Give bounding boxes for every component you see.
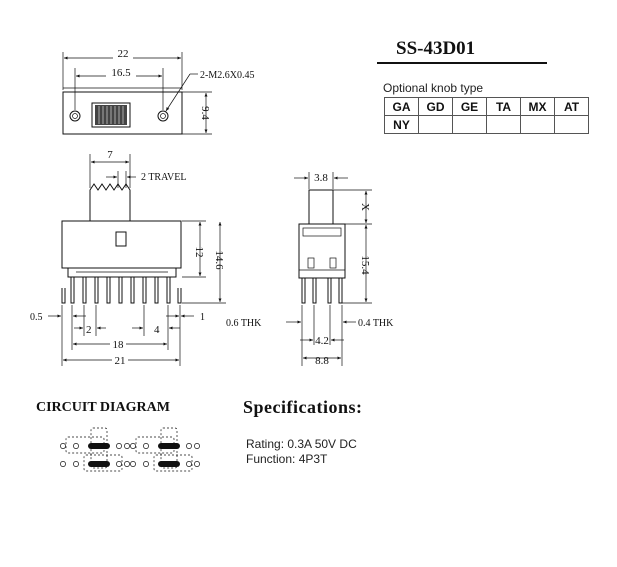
front-view: 7 2 TRAVEL 12 xyxy=(30,149,226,367)
dim-12: 12 xyxy=(193,247,205,258)
top-view-body xyxy=(62,91,183,135)
mount-hole-right xyxy=(157,110,169,122)
dim-thk-right: 0.4 THK xyxy=(358,318,394,329)
dim-7: 7 xyxy=(107,149,113,161)
dim-8-8: 8.8 xyxy=(315,355,329,367)
dim-16-5: 16.5 xyxy=(111,67,131,79)
dim-mount-holes: 2-M2.6X0.45 xyxy=(200,70,254,81)
dim-9-4: 9.4 xyxy=(199,106,211,120)
dim-x: X xyxy=(359,203,371,211)
side-actuator xyxy=(308,189,334,225)
dim-0-5: 0.5 xyxy=(30,312,43,323)
knob-cell xyxy=(554,115,589,134)
body-window xyxy=(115,231,127,247)
top-view: 22 16.5 2-M2.6X0.45 9.4 xyxy=(62,47,254,135)
dim-1: 1 xyxy=(200,312,205,323)
circuit-group-left xyxy=(60,427,130,472)
specifications-title: Specifications: xyxy=(243,397,363,417)
dim-travel: 2 TRAVEL xyxy=(141,172,186,183)
knob-cell: GD xyxy=(418,97,453,116)
circuit-diagram-title: CIRCUIT DIAGRAM xyxy=(36,400,170,415)
dim-thk-left: 0.6 THK xyxy=(226,318,262,329)
circuit-group-right xyxy=(130,427,200,472)
switch-body xyxy=(61,220,182,269)
dim-14-6: 14.6 xyxy=(213,250,225,270)
knob-type-label: Optional knob type xyxy=(383,81,484,95)
dim-3-8: 3.8 xyxy=(314,172,328,184)
dim-pin-pitch-4: 4 xyxy=(154,324,160,336)
spec-function: Function: 4P3T xyxy=(246,452,328,466)
side-body xyxy=(298,223,346,279)
dim-pin-pitch-2: 2 xyxy=(86,324,92,336)
mount-hole-left xyxy=(69,110,81,122)
actuator xyxy=(89,183,131,221)
dim-18: 18 xyxy=(113,339,125,351)
knob-cell: AT xyxy=(554,97,589,116)
dim-22: 22 xyxy=(118,48,129,60)
knob-type-table: GA GD GE TA MX AT NY xyxy=(384,97,589,134)
dim-21: 21 xyxy=(115,355,126,367)
side-view: 3.8 X 15.4 0.6 THK 0.4 THK 4.2 8.8 xyxy=(226,172,394,367)
knob-row-2: NY xyxy=(384,115,589,134)
pins xyxy=(70,276,171,304)
title-underline xyxy=(377,62,547,64)
circuit-diagram xyxy=(60,427,200,472)
spec-rating: Rating: 0.3A 50V DC xyxy=(246,437,357,451)
dim-4-2: 4.2 xyxy=(315,335,329,347)
slider-window xyxy=(91,102,131,128)
part-number-title: SS-43D01 xyxy=(396,38,476,59)
dim-15-4: 15.4 xyxy=(359,255,371,275)
